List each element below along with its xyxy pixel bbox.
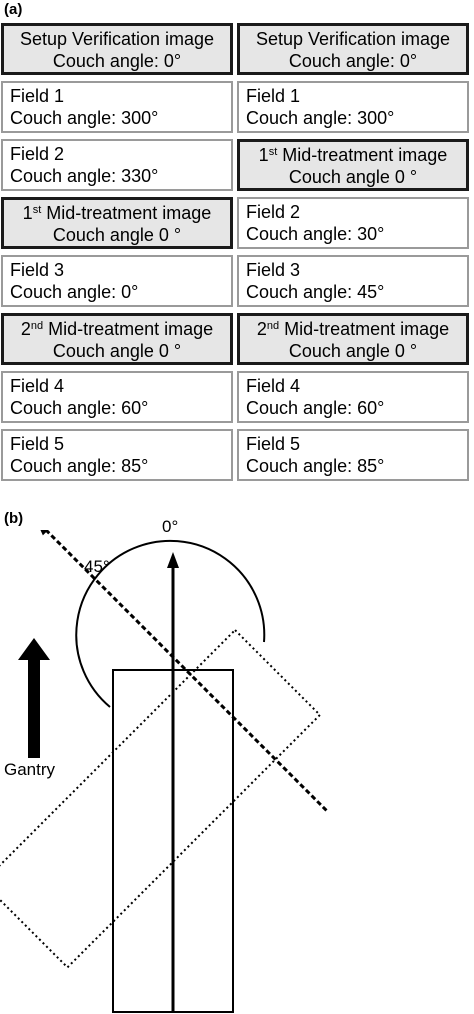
cell-couch-angle: Couch angle: 85° xyxy=(10,456,149,476)
cell-couch-angle: Couch angle: 45° xyxy=(246,282,385,302)
cell-title-text: Mid-treatment image xyxy=(277,145,448,165)
cell-title-text: Mid-treatment image xyxy=(43,319,214,339)
cell-title: Field 3 xyxy=(246,260,301,280)
cell-title: Field 1 xyxy=(246,86,301,106)
cell-title-text: Mid-treatment image xyxy=(279,319,450,339)
angle-45-label: 45° xyxy=(84,557,110,576)
couch-rotation-diagram xyxy=(0,530,329,1013)
cell-couch-angle: Couch angle: 60° xyxy=(10,398,149,418)
cell-title: Field 3 xyxy=(10,260,65,280)
axis-45-deg xyxy=(44,530,329,813)
cell-couch-angle: Couch angle: 60° xyxy=(246,398,385,418)
cell-title: Field 5 xyxy=(10,434,65,454)
cell-title: Setup Verification image xyxy=(19,29,215,49)
cell-couch-angle: Couch angle: 0° xyxy=(52,51,182,71)
ordinal-number: 2 xyxy=(256,319,267,339)
cell-title: Field 5 xyxy=(246,434,301,454)
ordinal-suffix: nd xyxy=(266,320,280,332)
cell-title: 1st Mid-treatment image xyxy=(242,144,464,166)
cell-title: Field 1 xyxy=(10,86,65,106)
cell-couch-angle: Couch angle: 300° xyxy=(10,108,159,128)
cell-couch-angle: Couch angle: 0° xyxy=(10,282,139,302)
cell-title: Field 2 xyxy=(10,144,65,164)
ordinal-suffix: st xyxy=(32,204,42,216)
angle-arc xyxy=(75,539,266,708)
axis-0-deg-arrowhead xyxy=(167,552,179,568)
cell-title: 2nd Mid-treatment image xyxy=(6,318,228,340)
cell-couch-angle: Couch angle 0 ° xyxy=(52,341,182,361)
axis-rotated xyxy=(35,530,329,813)
cell-title: 2nd Mid-treatment image xyxy=(242,318,464,340)
cell-couch-angle: Couch angle: 330° xyxy=(10,166,159,186)
cell-couch-angle: Couch angle 0 ° xyxy=(288,167,418,187)
cell-couch-angle: Couch angle: 30° xyxy=(246,224,385,244)
ordinal-number: 1 xyxy=(22,203,33,223)
cell-title: Field 2 xyxy=(246,202,301,222)
cell-title: Field 4 xyxy=(246,376,301,396)
cell-title: 1st Mid-treatment image xyxy=(6,202,228,224)
panel-b-label: (b) xyxy=(4,510,24,527)
cell-title: Setup Verification image xyxy=(255,29,451,49)
panel-a-label: (a) xyxy=(4,1,23,18)
angle-0-label: 0° xyxy=(162,517,179,536)
cell-couch-angle: Couch angle 0 ° xyxy=(288,341,418,361)
cell-title: Field 4 xyxy=(10,376,65,396)
ordinal-suffix: nd xyxy=(30,320,44,332)
cell-title-text: Mid-treatment image xyxy=(41,203,212,223)
cell-couch-angle: Couch angle: 300° xyxy=(246,108,395,128)
cell-couch-angle: Couch angle: 0° xyxy=(288,51,418,71)
cell-couch-angle: Couch angle 0 ° xyxy=(52,225,182,245)
ordinal-suffix: st xyxy=(268,146,278,158)
ordinal-number: 1 xyxy=(258,145,269,165)
gantry-arrow xyxy=(18,638,50,758)
gantry-label: Gantry xyxy=(4,760,56,779)
cell-couch-angle: Couch angle: 85° xyxy=(246,456,385,476)
ordinal-number: 2 xyxy=(20,319,31,339)
